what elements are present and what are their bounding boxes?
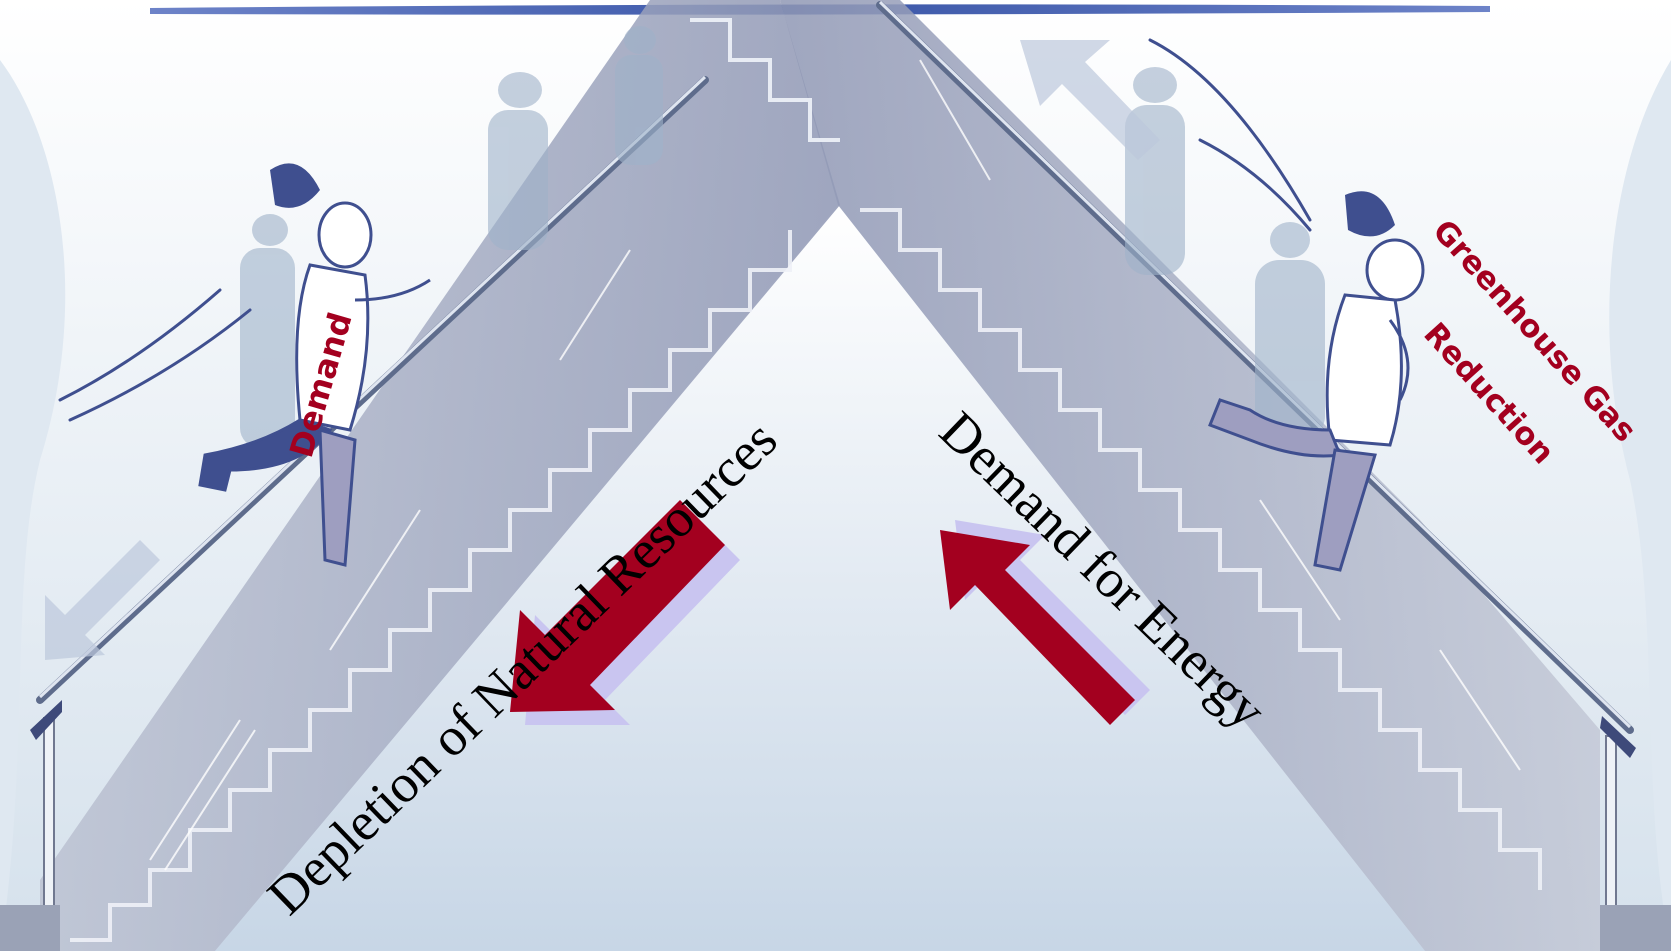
walking-figure-right (1208, 238, 1425, 572)
depletion-arrow (510, 500, 725, 712)
right-post-cap (1600, 716, 1636, 758)
right-cloud-wash (1609, 60, 1671, 951)
faded-arrow-up-right (1020, 40, 1160, 160)
left-handrail (36, 76, 709, 704)
left-post-cap (30, 700, 62, 740)
energy-arrow (940, 530, 1145, 725)
left-cloud-wash (0, 60, 66, 951)
left-floor-base (0, 905, 60, 951)
left-stair-band (40, 0, 840, 951)
running-figure-left (198, 201, 431, 567)
glass-streaks (149, 59, 1521, 871)
flying-hat-left (270, 163, 320, 208)
left-handrail-highlight (38, 75, 707, 699)
faded-arrow-down-left (45, 540, 160, 660)
central-wedge (215, 205, 1425, 951)
right-stair-steps (860, 208, 1542, 890)
upper-ghost-stairs (690, 18, 840, 142)
right-floor-base (1600, 905, 1671, 951)
motion-lines (58, 38, 1312, 422)
flying-hat-right (1345, 191, 1395, 237)
right-stair-band (780, 0, 1600, 951)
